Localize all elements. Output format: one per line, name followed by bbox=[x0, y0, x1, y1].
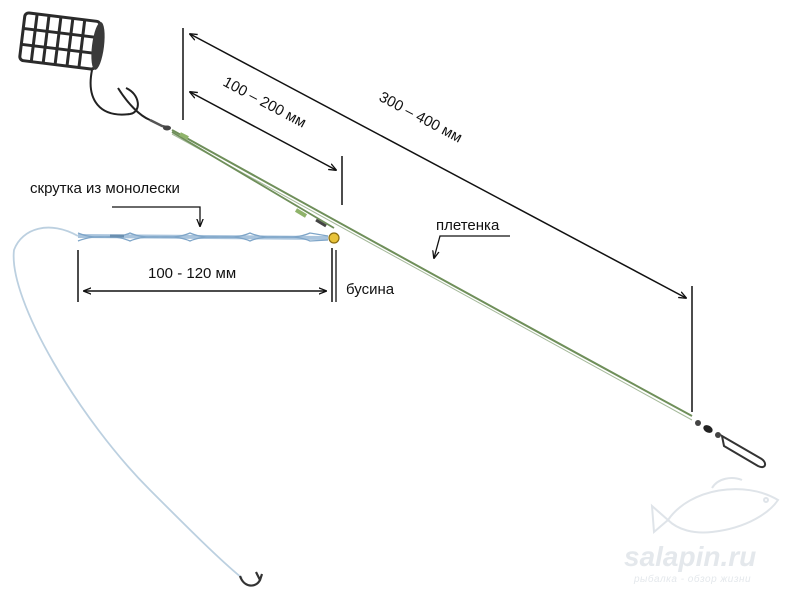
hook-line bbox=[12, 226, 243, 579]
watermark-site: salapin.ru bbox=[624, 541, 756, 572]
mono-twist-leader bbox=[77, 232, 329, 242]
braid-main-line bbox=[171, 129, 693, 417]
label-braid: плетенка bbox=[436, 217, 500, 234]
knot-top bbox=[179, 132, 189, 140]
label-dim-total: 300 – 400 мм bbox=[376, 89, 465, 147]
label-dim-upper: 100 – 200 мм bbox=[220, 74, 309, 132]
pointer-twist bbox=[112, 206, 200, 226]
carp-watermark-icon bbox=[650, 477, 780, 535]
feeder-cage-icon bbox=[18, 11, 105, 71]
feeder-wire-loop bbox=[89, 69, 151, 121]
snap-swivel-icon bbox=[695, 420, 766, 468]
label-dim-leader: 100 - 120 мм bbox=[148, 265, 236, 282]
braid-upper-leg bbox=[171, 131, 335, 229]
label-twist: скрутка из монолески bbox=[30, 180, 180, 197]
dim-arrow-total bbox=[190, 34, 686, 298]
swivel-icon bbox=[149, 118, 171, 131]
braid-main-line-shadow bbox=[171, 133, 693, 421]
watermark-tagline: рыбалка - обзор жизни bbox=[633, 573, 751, 585]
dim-arrow-upper bbox=[190, 92, 336, 170]
pointer-braid bbox=[434, 235, 510, 258]
watermark: salapin.ru рыбалка - обзор жизни bbox=[624, 477, 780, 585]
bead bbox=[328, 232, 340, 244]
label-bead: бусина bbox=[346, 281, 395, 298]
hook-icon bbox=[238, 571, 264, 587]
